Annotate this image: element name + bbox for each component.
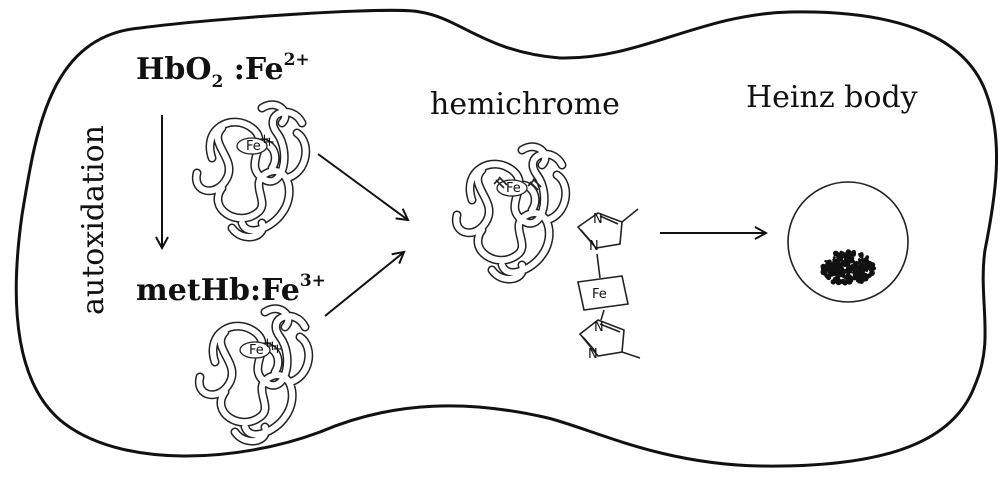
imidazole-ring-icon: N N (576, 208, 639, 254)
svg-text:Fe: Fe (592, 287, 607, 302)
globin-chain-icon: Fe + + + (199, 309, 308, 441)
globin-chain-icon: Fe + + (196, 105, 305, 237)
globin-chain-icon: Fe (456, 147, 565, 279)
svg-text:Fe: Fe (506, 181, 521, 196)
hbo2-to-hemichrome-arrow (317, 153, 408, 220)
svg-text:+: + (264, 135, 275, 150)
svg-text:+: + (267, 339, 278, 354)
autoxidation-label: autoxidation (76, 125, 111, 315)
svg-text:N: N (588, 347, 598, 362)
svg-text:+: + (272, 342, 283, 357)
svg-text:+: + (262, 336, 273, 351)
svg-text:N: N (593, 212, 603, 227)
ligand-bond-bottom (600, 309, 605, 321)
svg-text:Fe: Fe (249, 343, 264, 358)
hbo2-label: HbO2 :Fe2+ (136, 50, 310, 92)
svg-text:N: N (594, 320, 604, 335)
heinz-aggregate-icon (820, 249, 876, 286)
imidazole-ring-icon: N N (578, 319, 641, 362)
svg-text:Fe: Fe (246, 139, 261, 154)
heinz-body-label: Heinz body (746, 80, 918, 115)
cell-membrane (14, 8, 998, 468)
svg-text:+: + (259, 132, 270, 147)
svg-text:N: N (589, 239, 599, 254)
hemichrome-label: hemichrome (430, 87, 620, 122)
ligand-bond-top (596, 253, 601, 279)
methb-label: metHb:Fe3+ (136, 271, 326, 308)
heinz-body-circle (787, 181, 909, 303)
methb-to-hemichrome-arrow (324, 252, 404, 317)
fe-heme-box: Fe (577, 275, 629, 311)
